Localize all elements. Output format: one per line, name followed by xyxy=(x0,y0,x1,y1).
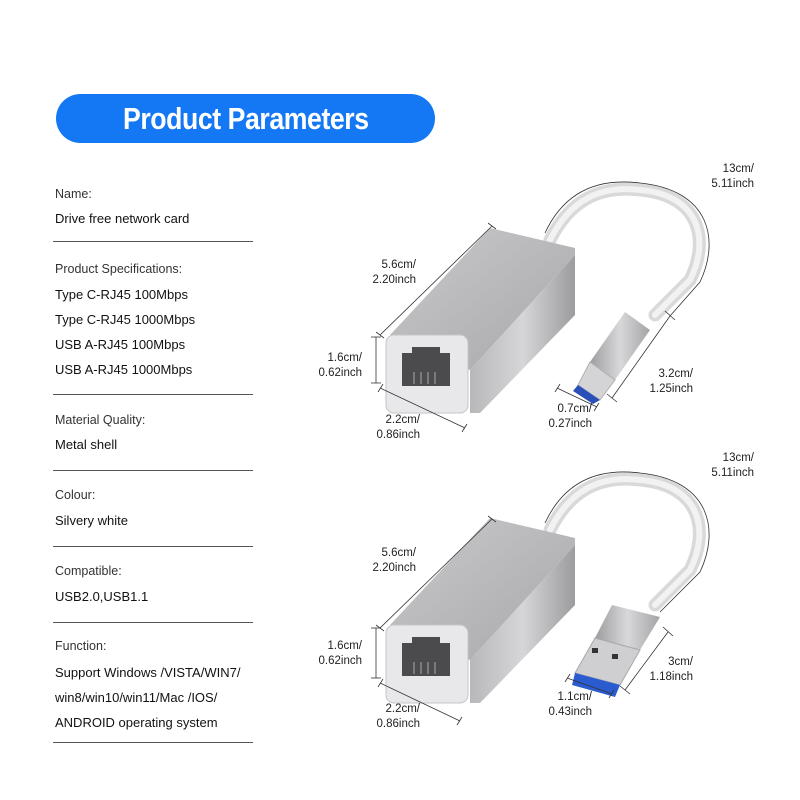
dim-body-width-usba: 2.2cm/ 0.86inch xyxy=(330,702,420,732)
dim-inch: 0.43inch xyxy=(548,706,592,718)
divider xyxy=(53,546,253,547)
dim-inch: 5.11inch xyxy=(711,178,754,190)
param-value-compatible: USB2.0,USB1.1 xyxy=(55,589,149,604)
param-value-material: Metal shell xyxy=(55,437,118,452)
dim-cm: 5.6cm/ xyxy=(381,547,416,559)
dim-cm: 3cm/ xyxy=(668,656,693,668)
dim-body-height-typec: 1.6cm/ 0.62inch xyxy=(272,351,362,381)
param-value-spec: Type C-RJ45 1000Mbps xyxy=(55,312,196,327)
dim-plug-width-usba: 1.1cm/ 0.43inch xyxy=(502,690,592,720)
usb-a-adapter-illustration xyxy=(371,471,710,726)
param-value-name: Drive free network card xyxy=(55,211,190,226)
dim-cm: 1.6cm/ xyxy=(327,352,362,364)
param-value-function: ANDROID operating system xyxy=(55,715,218,730)
dim-cm: 13cm/ xyxy=(722,452,754,464)
dim-cable-length-typec: 13cm/ 5.11inch xyxy=(664,162,754,192)
dim-body-width-typec: 2.2cm/ 0.86inch xyxy=(330,413,420,443)
dim-body-length-typec: 5.6cm/ 2.20inch xyxy=(326,258,416,288)
dim-cm: 2.2cm/ xyxy=(385,414,420,426)
dim-plug-length-typec: 3.2cm/ 1.25inch xyxy=(603,367,693,397)
dim-inch: 5.11inch xyxy=(711,467,754,479)
dim-inch: 0.86inch xyxy=(376,718,420,730)
divider xyxy=(53,241,253,242)
dim-inch: 2.20inch xyxy=(372,562,416,574)
page-title: Product Parameters xyxy=(122,100,369,136)
dim-cm: 13cm/ xyxy=(722,163,754,175)
param-value-spec: USB A-RJ45 100Mbps xyxy=(55,337,186,352)
divider xyxy=(53,622,253,623)
dim-cable-length-usba: 13cm/ 5.11inch xyxy=(664,451,754,481)
param-label-colour: Colour: xyxy=(55,488,96,502)
dim-inch: 0.62inch xyxy=(318,655,362,667)
dim-inch: 1.25inch xyxy=(649,383,693,395)
param-label-specifications: Product Specifications: xyxy=(55,262,183,276)
param-label-compatible: Compatible: xyxy=(55,564,122,578)
dim-inch: 0.86inch xyxy=(376,429,420,441)
dim-body-height-usba: 1.6cm/ 0.62inch xyxy=(272,639,362,669)
dim-cm: 0.7cm/ xyxy=(557,403,592,415)
param-value-function: win8/win10/win11/Mac /IOS/ xyxy=(55,690,218,705)
dim-cm: 3.2cm/ xyxy=(658,368,693,380)
divider xyxy=(53,470,253,471)
dim-inch: 0.27inch xyxy=(548,418,592,430)
dim-inch: 0.62inch xyxy=(318,367,362,379)
dim-cm: 2.2cm/ xyxy=(385,703,420,715)
param-label-name: Name: xyxy=(55,187,92,201)
dim-plug-length-usba: 3cm/ 1.18inch xyxy=(603,655,693,685)
type-c-adapter-illustration xyxy=(371,181,710,433)
dim-cm: 1.6cm/ xyxy=(327,640,362,652)
dim-plug-width-typec: 0.7cm/ 0.27inch xyxy=(502,402,592,432)
param-label-material: Material Quality: xyxy=(55,413,146,427)
divider xyxy=(53,742,253,743)
dim-cm: 5.6cm/ xyxy=(381,259,416,271)
param-value-colour: Silvery white xyxy=(55,513,128,528)
dim-cm: 1.1cm/ xyxy=(557,691,592,703)
page-title-banner: Product Parameters xyxy=(56,94,435,143)
param-label-function: Function: xyxy=(55,639,107,653)
param-value-spec: USB A-RJ45 1000Mbps xyxy=(55,362,193,377)
dim-body-length-usba: 5.6cm/ 2.20inch xyxy=(326,546,416,576)
param-value-function: Support Windows /VISTA/WIN7/ xyxy=(55,665,241,680)
divider xyxy=(53,394,253,395)
param-value-spec: Type C-RJ45 100Mbps xyxy=(55,287,188,302)
dim-inch: 2.20inch xyxy=(372,274,416,286)
dim-inch: 1.18inch xyxy=(649,671,693,683)
